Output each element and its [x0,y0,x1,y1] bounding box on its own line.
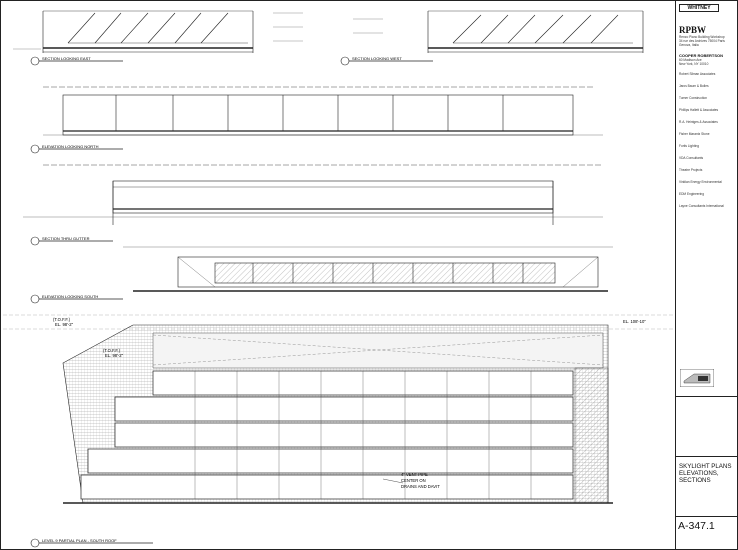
consultant-list: Robert Silman Associates Jaros Baum & Bo… [676,71,738,209]
view-title-35: SECTION LOOKING EAST [30,56,123,66]
executive-architect: COOPER ROBERTSON [679,53,724,58]
elevation-mark-left: (T.O.F.F.) EL. 98'-2" (T.O.F.F.) EL. 98'… [53,317,646,358]
svg-text:EL. 98'-2": EL. 98'-2" [105,353,124,358]
view-title-25: ELEVATION LOOKING NORTH [30,144,123,154]
consultant: VDA Consultants [679,156,704,160]
view-title-text: ELEVATION LOOKING NORTH [42,144,99,149]
roof-plan [62,324,613,504]
section-east [42,10,254,53]
svg-text:EL. 108'-10": EL. 108'-10" [623,319,646,324]
elevation-north [43,86,603,136]
consultant: Layne Consultants International [679,204,724,208]
svg-text:(T.O.F.F.): (T.O.F.F.) [103,348,121,353]
view-title-text: SECTION THRU GUTTER [42,236,90,241]
skylight-strips [80,370,574,500]
vent-pipe-callout: 4" VENT PIPE CENTER ON DRAINS AND DAVIT [382,472,440,489]
skylight-mullions [194,371,532,499]
consultant: Jaros Baum & Bolles [679,84,709,88]
svg-text:CENTER ON: CENTER ON [401,478,426,483]
svg-text:4" VENT PIPE: 4" VENT PIPE [401,472,428,477]
view-title-text: SECTION LOOKING WEST [352,56,402,61]
consultant: Fortis Lighting [679,144,700,148]
key-plan-icon [680,369,714,387]
view-title-27: ELEVATION LOOKING SOUTH [30,294,123,304]
consultant: Phillips Hallett & Associates [679,108,719,112]
architect-name: RPBW [679,25,706,35]
view-title-text: ELEVATION LOOKING SOUTH [42,294,98,299]
client-logo: WHITNEY [679,4,719,12]
elevation-south [123,246,613,292]
top-annotations [13,12,383,50]
sheet-title: SKYLIGHT PLANS ELEVATIONS, SECTIONS [679,463,732,485]
drawing-area: SECTION LOOKING EAST SECTION LOOKING WES… [3,10,673,548]
consultant: R.A. Heintges & Associates [679,120,718,124]
sheet-number: A-347.1 [678,520,715,532]
title-block: WHITNEY RPBW Renzo Piano Building Worksh… [675,1,738,550]
consultant: Theatre Projects [679,168,703,172]
consultant: Robert Silman Associates [679,72,716,76]
svg-text:(T.O.F.F.): (T.O.F.F.) [53,317,71,322]
view-title-text: LEVEL 9 PARTIAL PLAN - SOUTH ROOF [42,538,117,543]
section-west [427,10,644,53]
section-gutter [23,164,603,225]
view-title-28: LEVEL 9 PARTIAL PLAN - SOUTH ROOF [30,538,153,548]
consultant: Viridian Energy Environmental [679,180,722,184]
svg-text:DRAINS AND DAVIT: DRAINS AND DAVIT [401,484,440,489]
consultant: Fisher Marantz Stone [679,132,710,136]
consultant: Turner Construction [679,96,708,100]
view-title-26: SECTION THRU GUTTER [30,236,113,246]
view-title-36: SECTION LOOKING WEST [340,56,433,66]
svg-text:EL. 98'-2": EL. 98'-2" [55,322,74,327]
consultant: EDM Engineering [679,192,704,196]
view-title-text: SECTION LOOKING EAST [42,56,91,61]
